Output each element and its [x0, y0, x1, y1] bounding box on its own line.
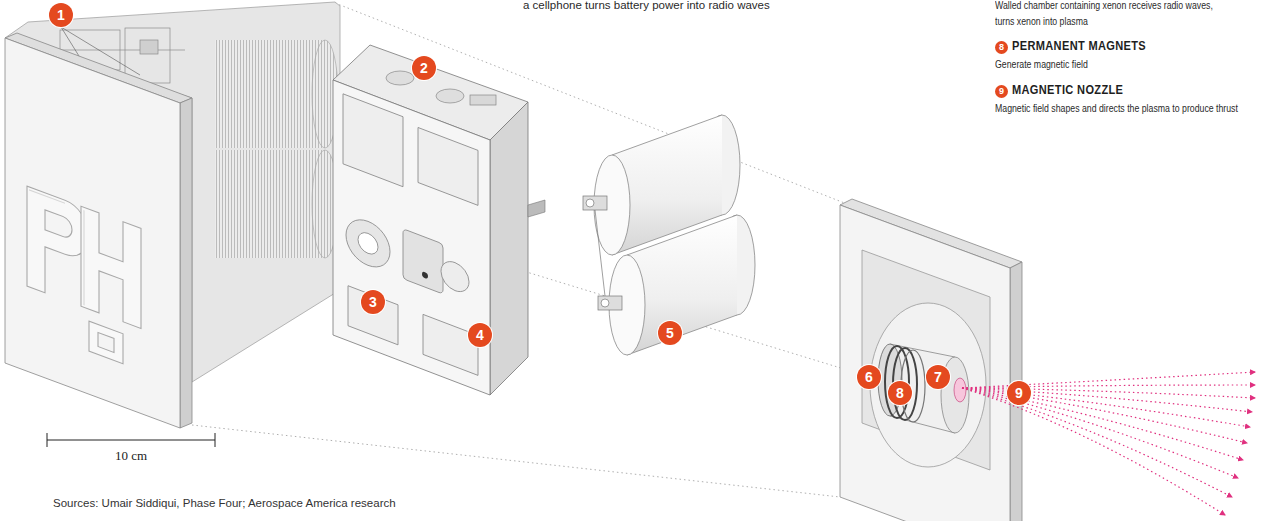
electronics-module [386, 71, 414, 85]
electronics-module [343, 94, 478, 376]
callout-number: 8 [888, 381, 912, 405]
xenon-tank [627, 215, 737, 255]
plasma-plume [962, 388, 1225, 515]
power-module [27, 186, 89, 309]
xenon-tank [583, 196, 607, 210]
plasma-plume [962, 388, 1243, 460]
electronics-module [418, 127, 478, 205]
power-module [89, 321, 123, 364]
electronics-module [422, 271, 428, 279]
dimension-line [47, 440, 215, 441]
xenon-tank [583, 115, 755, 355]
power-module [60, 50, 185, 51]
power-module [5, 38, 180, 428]
electronics-module [403, 229, 443, 294]
thruster-module [954, 378, 966, 402]
electronics-module [441, 257, 469, 296]
dimension-line [215, 433, 216, 447]
power-module [125, 28, 170, 83]
callout-number: 9 [995, 85, 1008, 98]
part-name: MAGNETIC NOZZLE [1012, 82, 1123, 98]
xenon-tank [601, 299, 609, 307]
dimension-label: 10 cm [115, 448, 147, 464]
power-module [81, 206, 141, 328]
plasma-plume [962, 372, 1255, 515]
part-description: Generate magnetic field [995, 56, 1088, 72]
callout-number: 5 [658, 321, 682, 345]
xenon-tank [598, 296, 622, 310]
guide-line [192, 425, 840, 497]
thruster-module [870, 303, 986, 467]
xenon-tank [586, 199, 594, 207]
electronics-module [333, 45, 545, 395]
electronics-module [528, 200, 545, 217]
thruster-module [862, 250, 990, 470]
plasma-plume [962, 388, 1252, 412]
power-module [180, 98, 192, 428]
plasma-plume [962, 388, 1247, 443]
callout-number: 7 [926, 365, 950, 389]
thruster-module [840, 199, 1022, 521]
xenon-tank [612, 115, 722, 155]
callout-number: 9 [1007, 381, 1031, 405]
electronics-module [423, 314, 478, 375]
part-name: PERMANENT MAGNETS [1012, 38, 1146, 54]
xenon-tank [595, 210, 605, 296]
power-module [27, 186, 141, 370]
callout-number: 6 [857, 365, 881, 389]
dimension-line [47, 433, 215, 447]
plasma-plume [962, 388, 1238, 478]
part-description: Magnetic field shapes and directs the pl… [995, 100, 1238, 116]
power-module [215, 150, 325, 258]
electronics-module [333, 80, 490, 395]
electronics-module [490, 102, 528, 395]
plasma-plume [962, 385, 1255, 388]
power-module [5, 2, 340, 428]
power-module [140, 40, 158, 54]
thruster-module [840, 205, 1010, 521]
power-module [215, 40, 325, 148]
power-module [29, 190, 84, 305]
part-description: a cellphone turns battery power into rad… [523, 0, 770, 13]
source-caption: Sources: Umair Siddiqui, Phase Four; Aer… [53, 497, 396, 509]
callout-number: 1 [49, 3, 73, 27]
part-description: Walled chamber containing xenon receives… [995, 0, 1231, 29]
plasma-plume [962, 388, 1232, 497]
callout-number: 4 [468, 323, 492, 347]
callout-number: 2 [412, 56, 436, 80]
dimension-line [47, 433, 48, 447]
electronics-module [358, 230, 378, 258]
electronics-module [343, 94, 403, 187]
plasma-plume [962, 388, 1250, 427]
electronics-module [346, 213, 390, 274]
plasma-plume [962, 388, 1255, 398]
electronics-module [436, 89, 464, 103]
electronics-module [470, 95, 496, 105]
callout-number: 3 [361, 290, 385, 314]
plasma-plume [962, 372, 1255, 388]
electronics-module [348, 286, 398, 345]
callout-number: 8 [995, 41, 1008, 54]
